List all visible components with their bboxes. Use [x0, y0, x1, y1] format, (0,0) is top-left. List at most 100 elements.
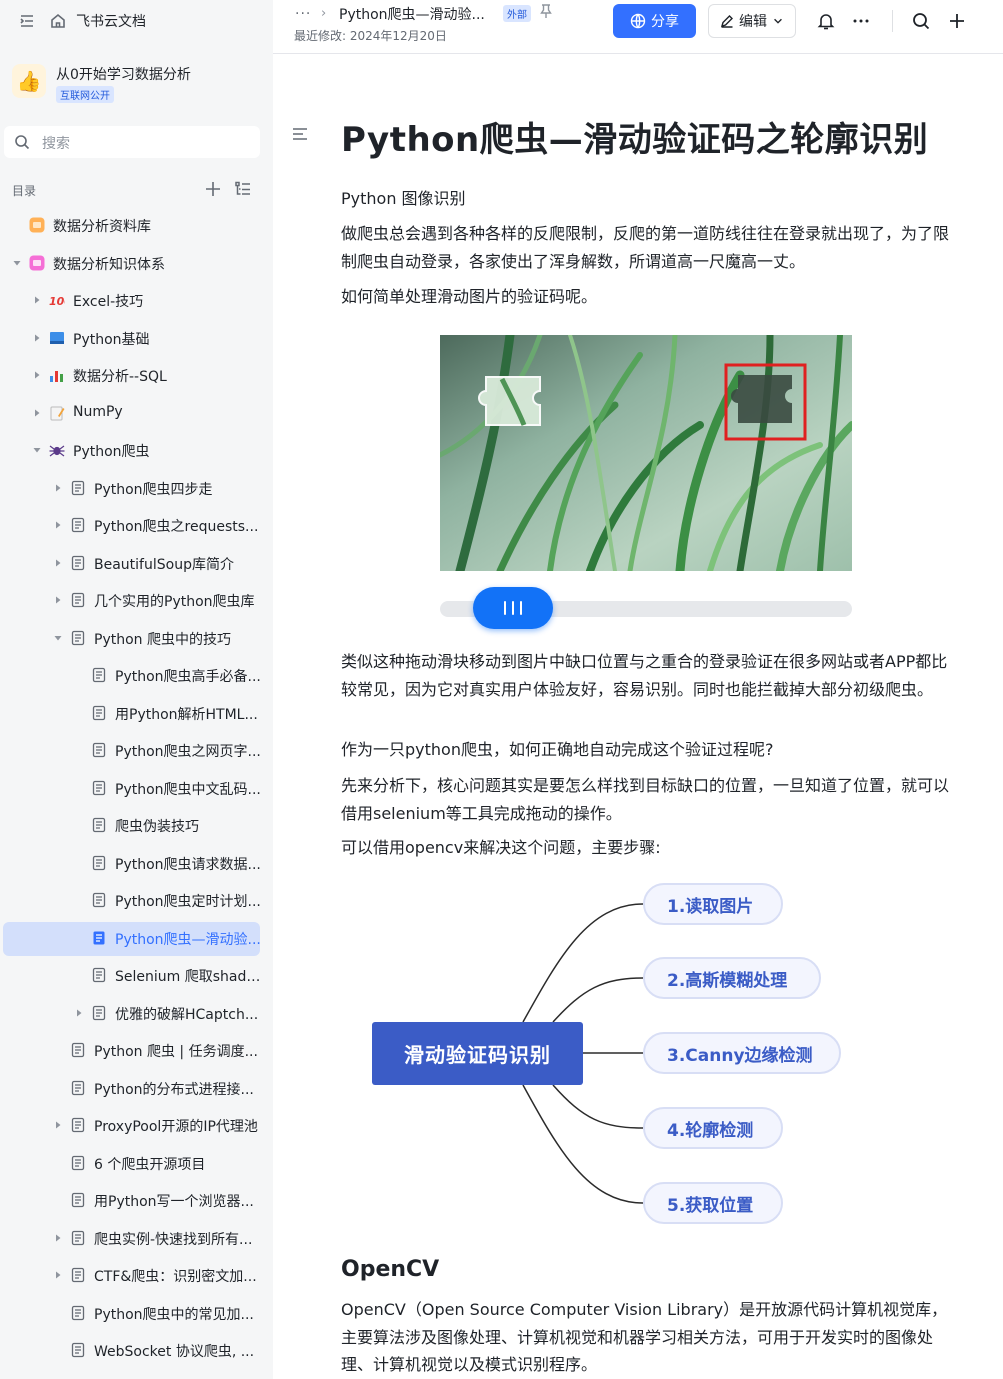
sidebar-item-label: BeautifulSoup库简介 — [94, 556, 234, 573]
globe-icon — [630, 13, 646, 29]
caret-down-icon[interactable] — [53, 633, 63, 643]
doc-icon — [70, 1342, 86, 1358]
sidebar-item[interactable]: Python基础 — [0, 320, 273, 358]
memo-icon — [49, 405, 65, 421]
sidebar-item[interactable]: Python 爬虫 | 任务调度... — [0, 1032, 273, 1070]
sidebar-item[interactable]: 数据分析--SQL — [0, 357, 273, 395]
pin-icon[interactable] — [539, 3, 553, 19]
sidebar-item[interactable]: Python的分布式进程接... — [0, 1070, 273, 1108]
home-icon[interactable] — [49, 12, 67, 30]
sidebar-item[interactable]: Python爬虫 — [0, 432, 273, 470]
sidebar-item[interactable]: Python爬虫中文乱码... — [0, 770, 273, 808]
sidebar-item[interactable]: 100Excel-技巧 — [0, 282, 273, 320]
mindmap-root: 滑动验证码识别 — [372, 1022, 583, 1085]
external-tag: 外部 — [503, 5, 531, 22]
doc-icon — [70, 1155, 86, 1171]
sidebar-item[interactable]: ProxyPool开源的IP代理池 — [0, 1107, 273, 1145]
chevron-right-icon: › — [321, 6, 327, 21]
doc-icon — [70, 592, 86, 608]
sidebar-item[interactable]: 用Python写一个浏览器... — [0, 1182, 273, 1220]
doc-icon — [70, 1305, 86, 1321]
sidebar-item-label: 数据分析知识体系 — [53, 256, 165, 273]
mindmap: 滑动验证码识别 1.读取图片 2.高斯模糊处理 3.Canny边缘检测 4.轮廓… — [368, 879, 868, 1229]
sidebar-item[interactable]: Selenium 爬取shado... — [0, 957, 273, 995]
mindmap-node-3: 3.Canny边缘检测 — [643, 1032, 841, 1074]
collapse-sidebar-icon[interactable] — [18, 12, 36, 30]
sidebar-item[interactable]: 用Python解析HTML... — [0, 695, 273, 733]
doc-header: ··· › Python爬虫—滑动验... 外部 最近修改: 2024年12月2… — [273, 0, 1003, 54]
caret-right-icon[interactable] — [53, 1233, 63, 1243]
outline-icon[interactable] — [291, 126, 309, 142]
sidebar-item[interactable]: 数据分析知识体系 — [0, 245, 273, 283]
search-input[interactable]: 搜索 — [4, 126, 260, 158]
sidebar-item[interactable]: Python爬虫高手必备... — [0, 657, 273, 695]
sidebar-item[interactable]: Python爬虫之网页字... — [0, 732, 273, 770]
caret-right-icon[interactable] — [53, 1120, 63, 1130]
sidebar-item-label: Excel-技巧 — [73, 294, 144, 310]
caret-down-icon[interactable] — [32, 445, 42, 455]
plus-icon[interactable] — [947, 11, 967, 31]
sidebar-item[interactable]: Python 爬虫中的技巧 — [0, 620, 273, 658]
caret-down-icon[interactable] — [12, 258, 22, 268]
docs-home-link[interactable]: 飞书云文档 — [76, 14, 146, 30]
breadcrumb-more-button[interactable]: ··· — [295, 6, 312, 22]
sidebar-item[interactable]: 数据分析资料库 — [0, 207, 273, 245]
caret-right-icon[interactable] — [53, 558, 63, 568]
doc-icon — [91, 892, 107, 908]
sidebar-item[interactable]: WebSocket 协议爬虫, ... — [0, 1332, 273, 1370]
caret-right-icon[interactable] — [32, 333, 42, 343]
share-label: 分享 — [651, 14, 679, 30]
sidebar-item[interactable]: NumPy — [0, 395, 273, 433]
doc-icon — [70, 1192, 86, 1208]
sidebar-item-label: 数据分析--SQL — [73, 369, 167, 385]
sidebar-item[interactable]: CTF&爬虫：识别密文加... — [0, 1257, 273, 1295]
document-body: Python爬虫—滑动验证码之轮廓识别 Python 图像识别 做爬虫总会遇到各… — [273, 54, 1003, 1379]
bell-icon[interactable] — [816, 11, 836, 31]
edit-mode-dropdown[interactable]: 编辑 — [708, 4, 796, 38]
caret-right-icon[interactable] — [32, 370, 42, 380]
mindmap-connectors — [522, 903, 644, 1204]
sidebar-item[interactable]: Python爬虫之requests... — [0, 507, 273, 545]
thumbs-up-icon: 👍 — [12, 64, 46, 98]
list-tree-icon[interactable] — [234, 180, 252, 198]
space-card[interactable]: 👍 从0开始学习数据分析 互联网公开 — [12, 62, 262, 106]
caret-right-icon[interactable] — [32, 408, 42, 418]
caret-right-icon[interactable] — [53, 1270, 63, 1280]
doc-icon — [91, 1005, 107, 1021]
caret-right-icon[interactable] — [53, 595, 63, 605]
sidebar-item[interactable]: 几个实用的Python爬虫库 — [0, 582, 273, 620]
share-button[interactable]: 分享 — [613, 4, 696, 38]
sidebar-item[interactable]: Python爬虫—滑动验... — [0, 920, 273, 958]
sidebar-item[interactable]: 爬虫伪装技巧 — [0, 807, 273, 845]
sidebar-item[interactable]: BeautifulSoup库简介 — [0, 545, 273, 583]
sidebar-item-label: Python爬虫—滑动验... — [115, 931, 261, 948]
caret-right-icon[interactable] — [53, 483, 63, 493]
search-icon — [15, 135, 30, 150]
caret-right-icon[interactable] — [32, 295, 42, 305]
sidebar-item-label: 爬虫实例-快速找到所有... — [94, 1231, 253, 1248]
sidebar-item[interactable]: 爬虫实例-快速找到所有... — [0, 1220, 273, 1258]
doc-icon — [91, 742, 107, 758]
search-placeholder: 搜索 — [42, 136, 70, 152]
caret-right-icon[interactable] — [74, 1008, 84, 1018]
add-icon[interactable] — [204, 180, 222, 198]
hundred-emoji-icon: 100 — [49, 292, 72, 308]
sidebar-item-label: 数据分析资料库 — [53, 219, 151, 235]
more-icon[interactable] — [851, 11, 871, 31]
sidebar-item-label: NumPy — [73, 403, 123, 420]
sidebar-item-label: Python的分布式进程接... — [94, 1081, 254, 1098]
sidebar-item[interactable]: 优雅的破解HCaptch... — [0, 995, 273, 1033]
captcha-slider-handle[interactable] — [473, 587, 553, 629]
search-icon[interactable] — [911, 11, 931, 31]
sidebar-item-label: Python爬虫 — [73, 444, 150, 460]
doc-icon — [91, 667, 107, 683]
caret-right-icon[interactable] — [53, 520, 63, 530]
sidebar-item[interactable]: Python爬虫中的常见加... — [0, 1295, 273, 1333]
breadcrumb-title[interactable]: Python爬虫—滑动验... — [339, 7, 485, 23]
sidebar-item[interactable]: Python爬虫定时计划... — [0, 882, 273, 920]
sidebar-item[interactable]: Python爬虫四步走 — [0, 470, 273, 508]
sidebar-item[interactable]: 6 个爬虫开源项目 — [0, 1145, 273, 1183]
sidebar-item[interactable]: Python爬虫请求数据... — [0, 845, 273, 883]
doc-icon — [91, 930, 107, 946]
paragraph: 如何简单处理滑动图片的验证码呢。 — [341, 287, 598, 306]
